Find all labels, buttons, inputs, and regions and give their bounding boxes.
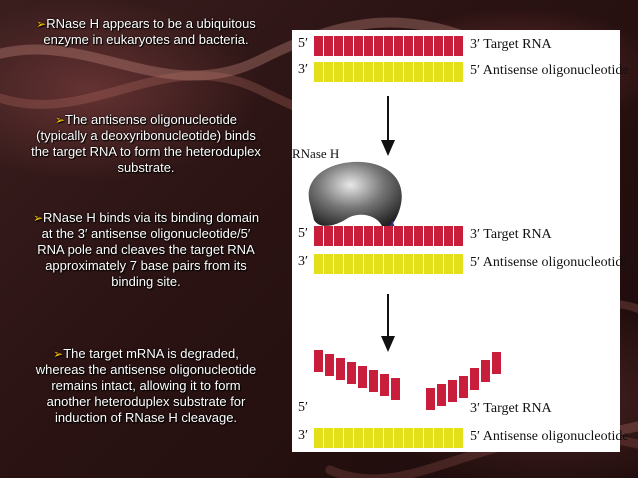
antisense-label: 5′ Antisense oligonucleotide <box>470 429 629 444</box>
bullet-arrow-icon: ➢ <box>36 17 47 31</box>
rna-fragment <box>336 358 345 380</box>
five-prime-label: 5′ <box>298 226 309 241</box>
rna-fragment <box>470 368 479 390</box>
three-prime-label: 3′ <box>298 428 309 443</box>
bullet-mrna-degraded: ➢The target mRNA is degraded, whereas th… <box>30 346 262 426</box>
target-rna-strand <box>314 36 464 56</box>
antisense-label: 5′ Antisense oligonucleotide <box>470 63 629 78</box>
five-prime-label: 5′ <box>298 400 309 415</box>
rna-fragment <box>448 380 457 402</box>
rna-fragment <box>380 374 389 396</box>
antisense-label: 5′ Antisense oligonucleotide <box>470 255 629 270</box>
bullet-text: The antisense oligonucleotide (typically… <box>31 112 261 175</box>
bullet-arrow-icon: ➢ <box>54 113 66 127</box>
rna-fragment <box>492 352 501 374</box>
rna-fragment <box>325 354 334 376</box>
antisense-strand <box>314 62 464 82</box>
bullet-arrow-icon: ➢ <box>53 347 64 361</box>
antisense-strand <box>314 254 464 274</box>
bullet-ubiquitous: ➢RNase H appears to be a ubiquitous enzy… <box>30 16 262 48</box>
rna-fragment <box>314 350 323 372</box>
target-rna-strand <box>314 226 464 246</box>
rna-fragment <box>426 388 435 410</box>
rna-fragment <box>437 384 446 406</box>
three-prime-label: 3′ <box>298 62 309 77</box>
target-rna-label: 3′ Target RNA <box>470 37 552 52</box>
down-arrow-icon <box>381 294 395 352</box>
antisense-strand <box>314 428 464 448</box>
bullet-text: RNase H binds via its binding domain at … <box>37 210 260 289</box>
rna-fragment <box>347 362 356 384</box>
bullet-arrow-icon: ➢ <box>32 211 43 225</box>
bullet-text: The target mRNA is degraded, whereas the… <box>35 346 257 425</box>
rna-fragment <box>391 378 400 400</box>
bullet-text: RNase H appears to be a ubiquitous enzym… <box>43 16 256 47</box>
rna-fragment <box>358 366 367 388</box>
five-prime-label: 5′ <box>298 36 309 51</box>
rna-fragment <box>369 370 378 392</box>
three-prime-label: 3′ <box>298 254 309 269</box>
down-arrow-icon <box>381 96 395 156</box>
target-rna-label: 3′ Target RNA <box>470 227 552 242</box>
bullet-rnase-cleavage: ➢RNase H binds via its binding domain at… <box>30 210 262 290</box>
rna-fragment <box>459 376 468 398</box>
bullet-antisense-binding: ➢The antisense oligonucleotide (typicall… <box>30 112 262 176</box>
rna-fragment <box>481 360 490 382</box>
rnase-h-mechanism-figure: 5′ 3′ Target RNA 3′ 5′ Antisense oligonu… <box>292 30 629 452</box>
rnase-h-label: RNase H <box>292 146 340 161</box>
target-rna-label: 3′ Target RNA <box>470 401 552 416</box>
